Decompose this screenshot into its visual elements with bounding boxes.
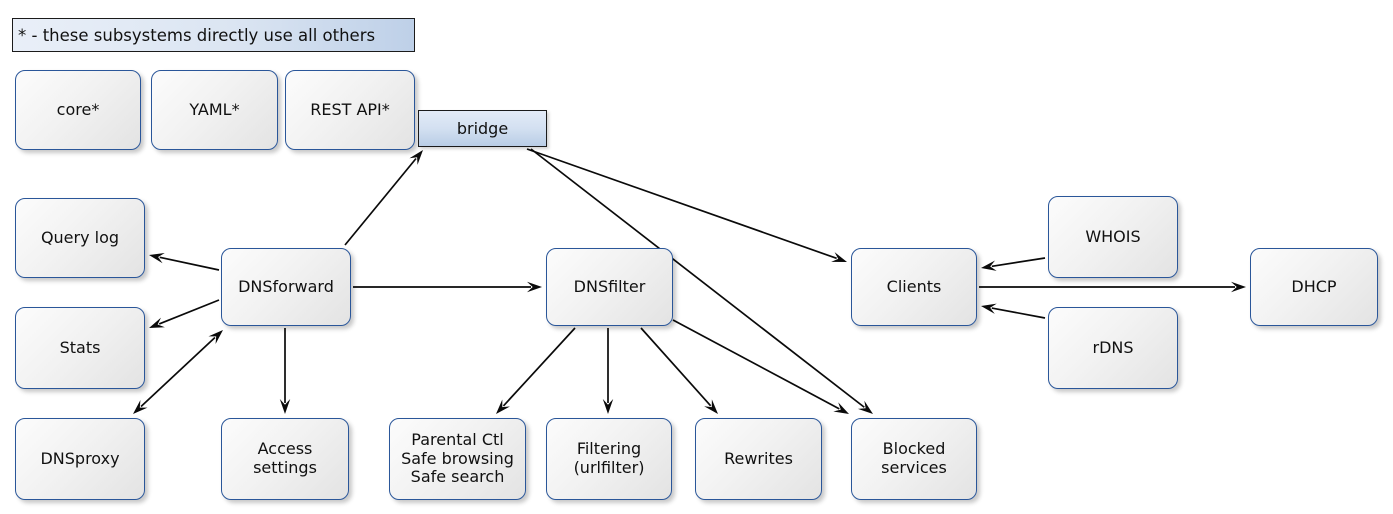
node-dnsproxy[interactable]: DNSproxy [15,418,145,500]
node-dnsforward[interactable]: DNSforward [221,248,351,326]
node-whois[interactable]: WHOIS [1048,196,1178,278]
node-querylog[interactable]: Query log [15,198,145,278]
edge-dnsforward-dnsproxy [133,330,223,414]
edge-dnsforward-to-querylog [149,253,220,271]
node-label-querylog: Query log [40,227,120,247]
node-label-bridge: bridge [456,119,509,138]
node-label-dnsforward: DNSforward [238,276,334,296]
edge-bridge-to-clients [526,148,847,262]
node-core[interactable]: core* [15,70,141,150]
node-parental[interactable]: Parental Ctl Safe browsing Safe search [389,418,526,500]
node-label-restapi: REST API* [310,99,390,119]
edge-dnsforward-to-bridge [344,150,423,246]
node-label-yaml: YAML* [189,99,240,119]
node-blocked[interactable]: Blocked services [851,418,977,500]
node-label-core: core* [56,99,100,119]
node-label-whois: WHOIS [1085,226,1141,246]
legend-note: * - these subsystems directly use all ot… [12,18,415,52]
edge-dnsforward-to-access [279,328,291,414]
node-rdns[interactable]: rDNS [1048,307,1178,389]
edge-dnsforward-to-stats [149,299,220,328]
node-clients[interactable]: Clients [851,248,977,326]
node-label-blocked: Blocked services [881,439,947,477]
node-label-dnsfilter: DNSfilter [573,276,646,296]
node-label-stats: Stats [59,337,101,357]
node-dhcp[interactable]: DHCP [1250,248,1378,326]
edge-clients-to-dhcp [979,281,1246,293]
edge-dnsfilter-to-filtering [602,328,614,414]
node-label-access: Access settings [253,439,317,477]
node-label-rewrites: Rewrites [724,448,793,468]
edge-dnsfilter-to-parental [496,327,576,414]
node-restapi[interactable]: REST API* [285,70,415,150]
node-rewrites[interactable]: Rewrites [695,418,822,500]
node-label-filtering: Filtering (urlfilter) [573,439,645,477]
node-label-clients: Clients [886,276,942,296]
node-dnsfilter[interactable]: DNSfilter [546,248,673,326]
edge-dnsforward-to-dnsfilter [353,281,542,293]
node-label-dhcp: DHCP [1291,276,1337,296]
edge-bridge-to-blocked [530,148,873,414]
node-yaml[interactable]: YAML* [151,70,278,150]
node-label-dnsproxy: DNSproxy [40,448,120,468]
node-label-rdns: rDNS [1092,337,1134,357]
edge-whois-to-clients [981,257,1046,271]
edge-rdns-to-clients [981,303,1046,319]
node-label-parental: Parental Ctl Safe browsing Safe search [401,429,514,487]
node-filtering[interactable]: Filtering (urlfilter) [546,418,672,500]
edge-dnsfilter-to-rewrites [640,327,718,414]
node-access[interactable]: Access settings [221,418,349,500]
node-stats[interactable]: Stats [15,307,145,389]
node-bridge[interactable]: bridge [418,110,547,147]
legend-note-text: * - these subsystems directly use all ot… [18,25,376,45]
edge-dnsfilter-to-blocked [672,319,849,414]
